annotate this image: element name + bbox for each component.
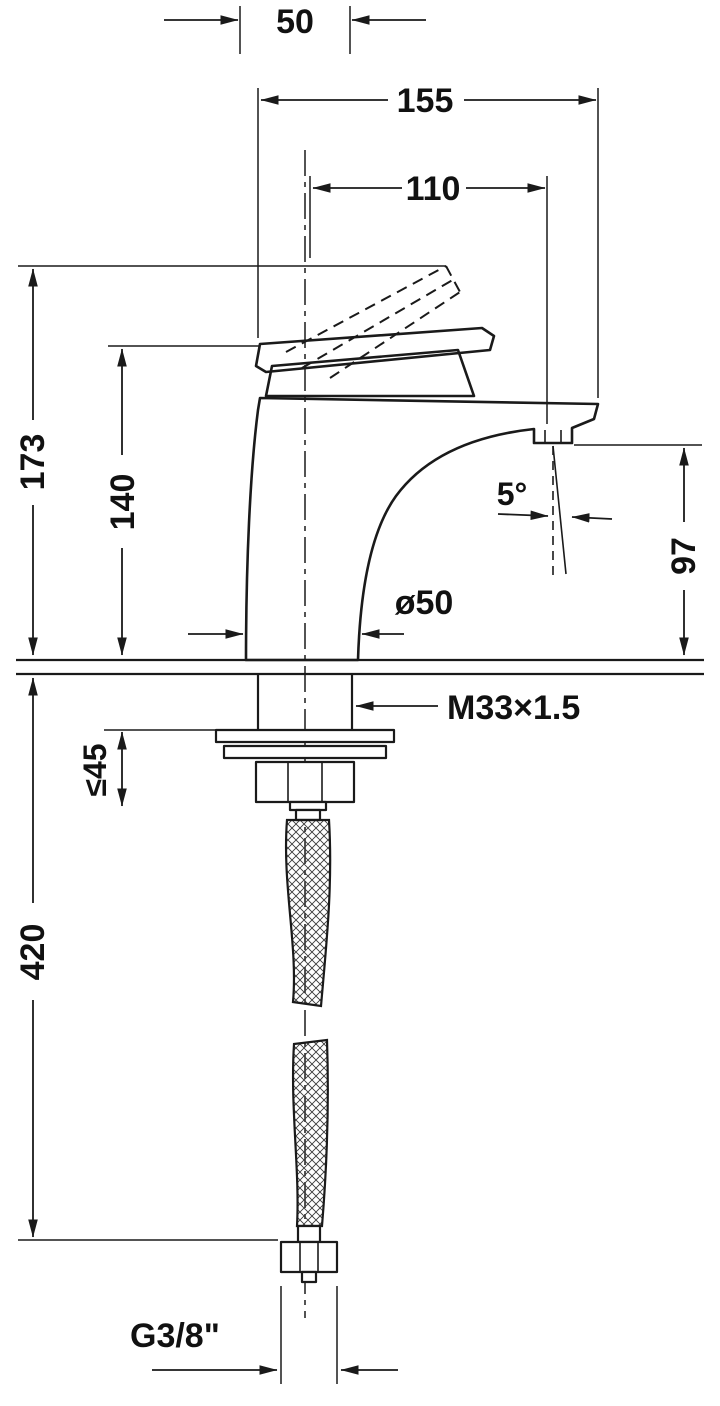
supply-hose-lower (291, 1038, 329, 1228)
dim-155-label: 155 (397, 82, 454, 120)
lever-handle (254, 326, 496, 374)
threaded-shank (256, 674, 354, 730)
mounting-nut (254, 760, 356, 804)
supply-hose-upper (284, 818, 332, 1008)
dim-dia50-label: ø50 (395, 584, 454, 622)
dim-140-label: 140 (104, 474, 142, 531)
cartridge-cap (264, 348, 476, 398)
dimension-overall-depth: 155 (257, 82, 599, 398)
dimension-handle-width: 50 (164, 3, 426, 54)
dim-97-label: 97 (665, 537, 703, 575)
dimension-deck-thickness: ≤45 (77, 729, 254, 807)
dimension-hose-connection: G3/8" (130, 1286, 398, 1384)
spray-angle-label: 5° (497, 476, 528, 512)
connection-label: G3/8" (130, 1317, 220, 1355)
dimension-body-height: 140 (104, 345, 260, 656)
dim-110-label: 110 (406, 170, 461, 208)
dimension-hose-length: 420 (14, 677, 278, 1241)
dimension-spray-angle: 5° (497, 476, 613, 523)
thread-label: M33×1.5 (447, 689, 580, 727)
mounting-washers (214, 728, 396, 760)
dim-420-label: 420 (14, 924, 52, 981)
hose-fitting-top (288, 800, 328, 822)
dim-50-label: 50 (276, 3, 314, 41)
hose-end-fitting (279, 1224, 339, 1284)
handle-raised-dashed (285, 265, 461, 379)
dim-173-label: 173 (14, 434, 52, 491)
aerator (544, 430, 562, 443)
dimension-base-diameter: ø50 (188, 584, 454, 639)
faucet-body-outline (244, 326, 600, 662)
deck-surface (16, 658, 704, 676)
water-stream (552, 445, 567, 576)
dimension-shank-thread: M33×1.5 (355, 689, 580, 727)
dim-45-label: ≤45 (77, 743, 113, 796)
dimension-overall-height: 173 (14, 265, 446, 656)
dimension-outlet-height: 97 (574, 444, 703, 656)
dimension-spout-reach: 110 (309, 170, 548, 424)
